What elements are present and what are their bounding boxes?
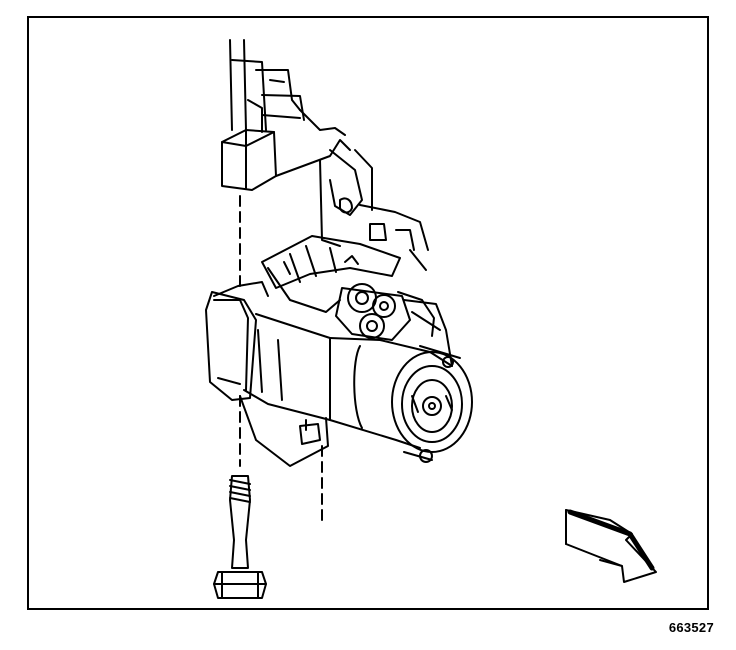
- mounting-bolt-icon: [213, 475, 267, 599]
- bolt-alignment-lines: [239, 195, 323, 521]
- figure-frame: [27, 16, 709, 610]
- front-view-arrow-icon: [565, 509, 657, 583]
- engine-block-bracket: [221, 39, 429, 271]
- starter-motor-illustration: [205, 235, 473, 467]
- figure-number: 663527: [668, 620, 714, 635]
